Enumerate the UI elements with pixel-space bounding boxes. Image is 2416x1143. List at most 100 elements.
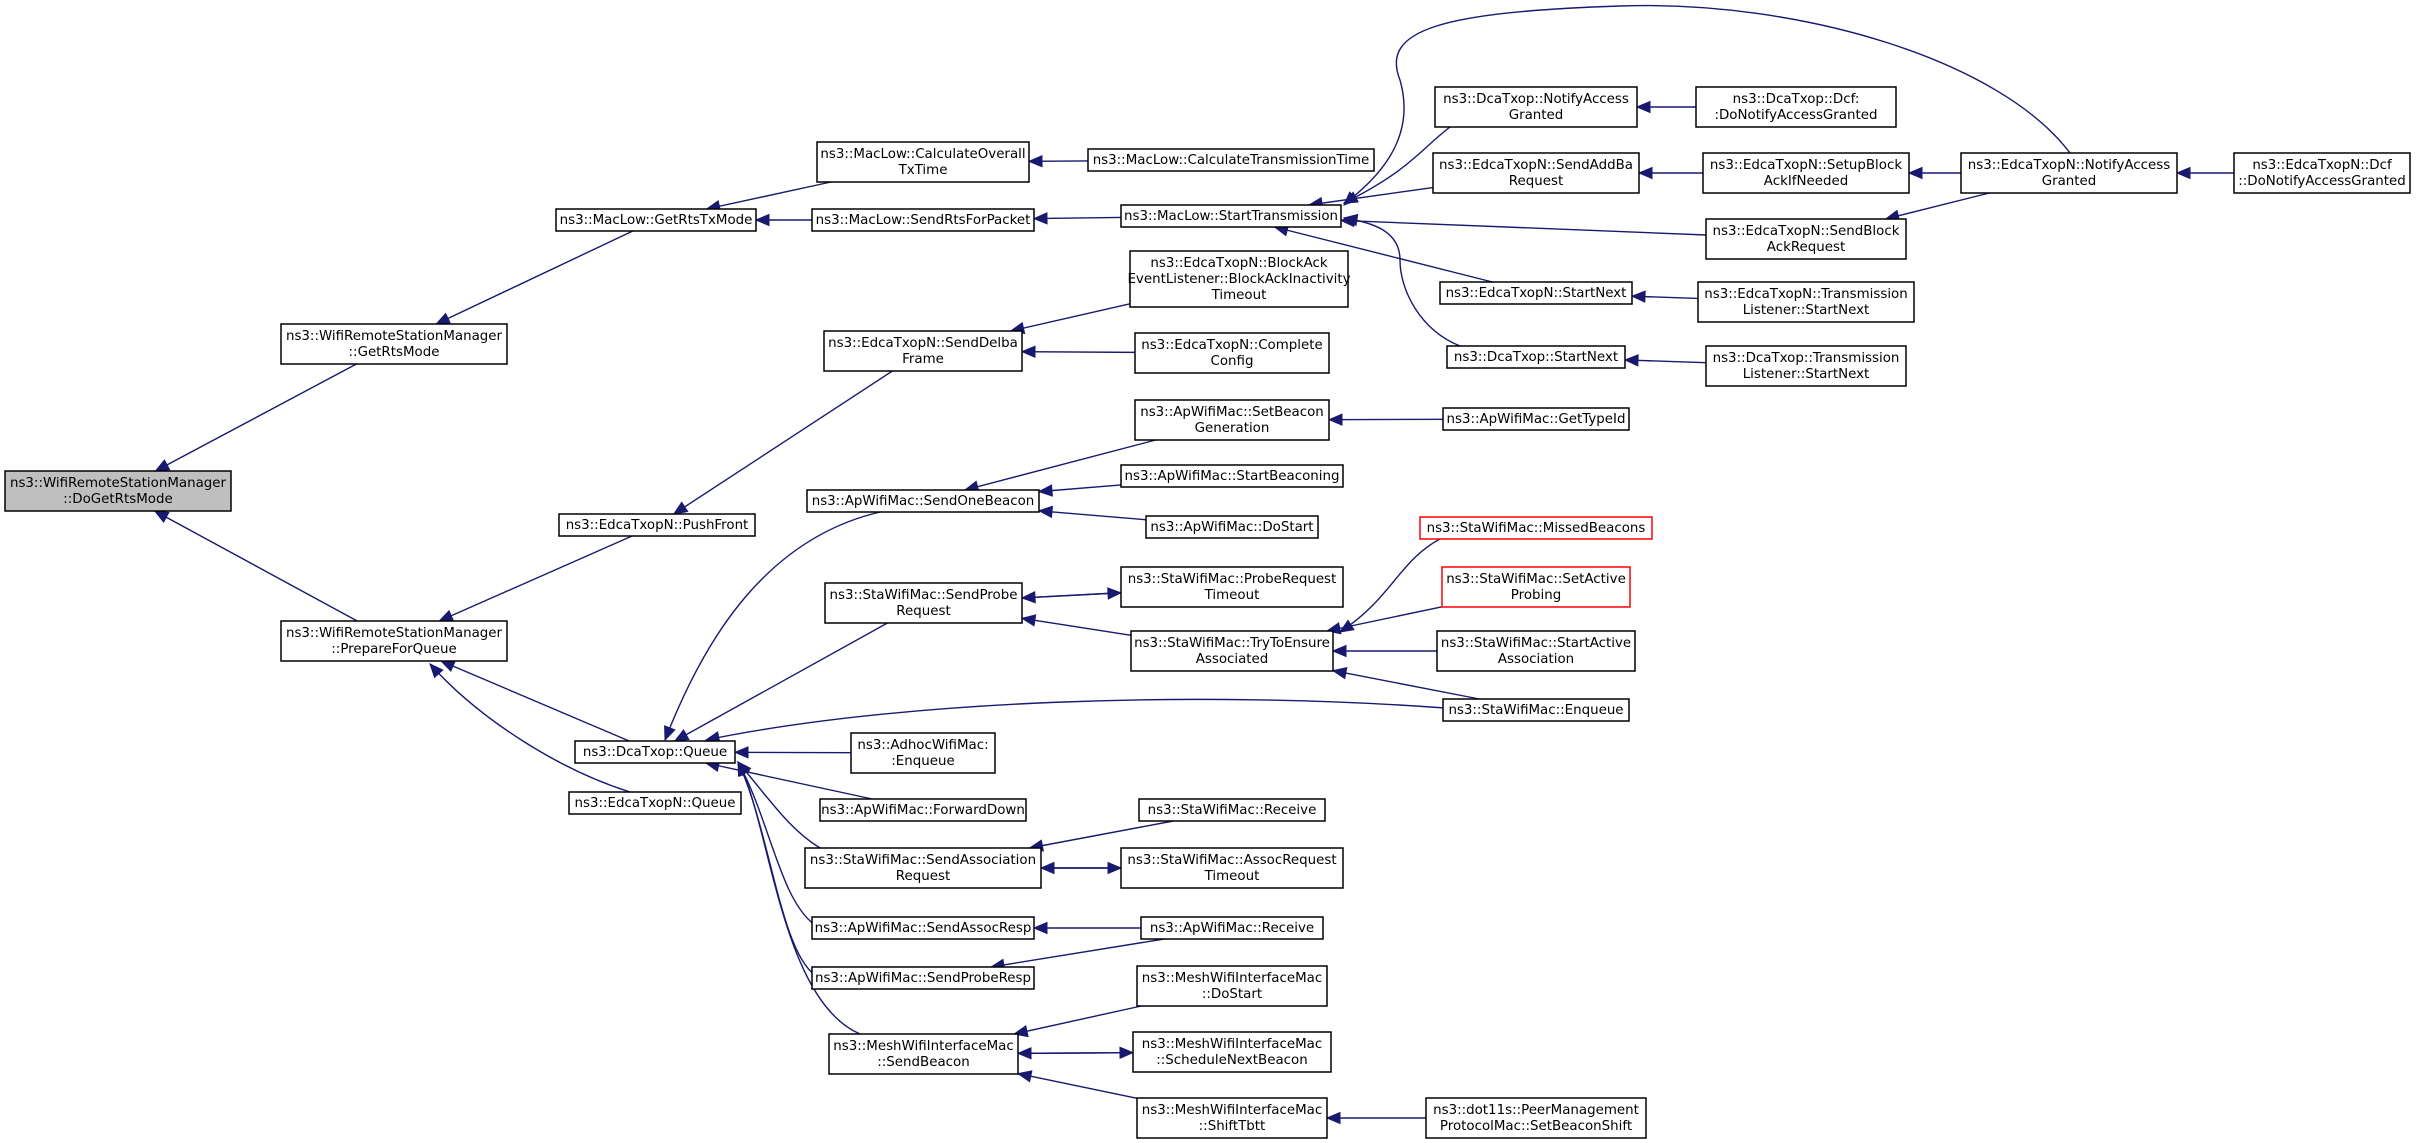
node-staReceive[interactable]: ns3::StaWifiMac::Receive xyxy=(1138,798,1326,822)
node-box xyxy=(850,732,996,774)
edge-edcaNotify-to-sendBlockAckReq xyxy=(1884,192,1990,222)
arrowhead xyxy=(435,312,452,325)
node-label-line: ns3::StaWifiMac::TryToEnsure xyxy=(1134,636,1330,651)
edge-meshDoStart-to-meshSendBeacon xyxy=(1012,1005,1142,1038)
node-label-line: ns3::StaWifiMac::SendAssociation xyxy=(810,853,1036,868)
arrowhead xyxy=(1331,644,1347,658)
node-label-line: ns3::EdcaTxopN::BlockAck xyxy=(1150,256,1327,271)
node-dcaNotify[interactable]: ns3::DcaTxop::NotifyAccessGranted xyxy=(1434,86,1638,128)
node-box xyxy=(811,916,1035,940)
node-label-line: Config xyxy=(1211,354,1254,369)
node-edcaStartNext[interactable]: ns3::EdcaTxopN::StartNext xyxy=(1439,281,1633,305)
node-label-line: TxTime xyxy=(898,163,948,178)
node-staEnqueue[interactable]: ns3::StaWifiMac::Enqueue xyxy=(1442,698,1630,722)
edge-dcfDoNotify-to-dcaNotify xyxy=(1635,100,1696,114)
node-label-line: Listener::StartNext xyxy=(1743,367,1870,382)
node-getTypeId[interactable]: ns3::ApWifiMac::GetTypeId xyxy=(1442,407,1630,431)
node-meshSendBeacon[interactable]: ns3::MeshWifiInterfaceMac::SendBeacon xyxy=(828,1033,1019,1075)
node-label-line: AckRequest xyxy=(1767,240,1845,255)
node-box xyxy=(558,513,756,537)
node-apReceive[interactable]: ns3::ApWifiMac::Receive xyxy=(1140,916,1324,940)
node-sendAssocResp[interactable]: ns3::ApWifiMac::SendAssocResp xyxy=(811,916,1035,940)
node-dcaQueue[interactable]: ns3::DcaTxop::Queue xyxy=(574,740,736,764)
node-box xyxy=(816,141,1030,183)
node-edcaQueue[interactable]: ns3::EdcaTxopN::Queue xyxy=(568,791,742,815)
edge-dcaTransListener-to-dcaStartNext xyxy=(1623,354,1707,367)
node-sendRts[interactable]: ns3::MacLow::SendRtsForPacket xyxy=(811,208,1035,232)
node-meshDoStart[interactable]: ns3::MeshWifiInterfaceMac::DoStart xyxy=(1136,965,1328,1007)
node-peerMgmt[interactable]: ns3::dot11s::PeerManagementProtocolMac::… xyxy=(1425,1097,1647,1139)
arrowhead xyxy=(1020,614,1037,627)
node-edcaTransListener[interactable]: ns3::EdcaTxopN::TransmissionListener::St… xyxy=(1697,281,1915,323)
arrowhead xyxy=(429,663,444,679)
node-dcaStartNext[interactable]: ns3::DcaTxop::StartNext xyxy=(1446,345,1626,369)
node-sendProbeResp[interactable]: ns3::ApWifiMac::SendProbeResp xyxy=(811,966,1035,990)
node-root[interactable]: ns3::WifiRemoteStationManager::DoGetRtsM… xyxy=(4,470,232,512)
node-box xyxy=(1434,86,1638,128)
node-box xyxy=(1705,345,1907,387)
node-label-line: ProtocolMac::SetBeaconShift xyxy=(1440,1119,1632,1134)
node-startTrans[interactable]: ns3::MacLow::StartTransmission xyxy=(1120,204,1342,228)
node-edcaNotify[interactable]: ns3::EdcaTxopN::NotifyAccessGranted xyxy=(1960,152,2178,194)
node-apDoStart[interactable]: ns3::ApWifiMac::DoStart xyxy=(1145,515,1319,539)
node-getRtsMode[interactable]: ns3::WifiRemoteStationManager::GetRtsMod… xyxy=(280,323,508,365)
edge-sendDelba-to-pushFront xyxy=(672,370,893,515)
node-calcTransTime[interactable]: ns3::MacLow::CalculateTransmissionTime xyxy=(1087,148,1375,172)
node-label-line: ::GetRtsMode xyxy=(349,345,440,360)
node-label-line: ns3::StaWifiMac::AssocRequest xyxy=(1127,853,1336,868)
node-label-line: ns3::EdcaTxopN::Complete xyxy=(1141,338,1323,353)
node-box xyxy=(4,470,232,512)
arrowhead xyxy=(1119,1046,1135,1059)
edge-sendAssocReq-to-dcaQueue xyxy=(737,761,821,849)
node-blockAckTimeout[interactable]: ns3::EdcaTxopN::BlockAckEventListener::B… xyxy=(1127,250,1351,308)
edge-peerMgmt-to-meshShift xyxy=(1325,1111,1426,1125)
edge-tryEnsure-to-sendProbeReq xyxy=(1020,614,1132,636)
edges-layer xyxy=(153,4,2234,1125)
edge-edcaDcfDoNotify-to-edcaNotify xyxy=(2175,166,2234,180)
node-startBeaconing[interactable]: ns3::ApWifiMac::StartBeaconing xyxy=(1120,464,1344,488)
node-missedBeacons[interactable]: ns3::StaWifiMac::MissedBeacons xyxy=(1419,516,1653,540)
node-label-line: ns3::ApWifiMac::GetTypeId xyxy=(1447,412,1626,427)
node-box xyxy=(1087,148,1375,172)
node-getRtsTxMode[interactable]: ns3::MacLow::GetRtsTxMode xyxy=(555,208,757,232)
edge-meshShift-to-meshSendBeacon xyxy=(1016,1070,1138,1099)
edge-apReceive-to-sendAssocResp xyxy=(1032,921,1141,935)
node-label-line: ns3::StaWifiMac::StartActive xyxy=(1441,636,1631,651)
edge-startBeaconing-to-sendOneBeacon xyxy=(1037,484,1122,497)
node-pushFront[interactable]: ns3::EdcaTxopN::PushFront xyxy=(558,513,756,537)
edge-calcOverall-to-getRtsTxMode xyxy=(705,181,832,213)
arrowhead xyxy=(1027,154,1043,168)
node-dcfDoNotify[interactable]: ns3::DcaTxop::Dcf::DoNotifyAccessGranted xyxy=(1695,86,1897,128)
node-edcaDcfDoNotify[interactable]: ns3::EdcaTxopN::Dcf::DoNotifyAccessGrant… xyxy=(2233,152,2411,194)
node-box xyxy=(1446,345,1626,369)
node-box xyxy=(806,489,1040,513)
node-label-line: Associated xyxy=(1196,652,1269,667)
node-sendOneBeacon[interactable]: ns3::ApWifiMac::SendOneBeacon xyxy=(806,489,1040,513)
node-forwardDown[interactable]: ns3::ApWifiMac::ForwardDown xyxy=(819,798,1027,822)
node-label-line: Granted xyxy=(2042,174,2097,189)
node-dcaTransListener[interactable]: ns3::DcaTxop::TransmissionListener::Star… xyxy=(1705,345,1907,387)
arrowhead xyxy=(1032,921,1048,935)
node-label-line: ns3::StaWifiMac::SendProbe xyxy=(830,588,1018,603)
edge-edcaQueue-to-prepareForQueue xyxy=(429,663,631,793)
node-meshShift[interactable]: ns3::MeshWifiInterfaceMac::ShiftTbtt xyxy=(1136,1097,1328,1139)
node-prepareForQueue[interactable]: ns3::WifiRemoteStationManager::PrepareFo… xyxy=(280,620,508,662)
node-adhocEnqueue[interactable]: ns3::AdhocWifiMac::Enqueue xyxy=(850,732,996,774)
arrowhead xyxy=(1623,354,1639,367)
node-meshSchedule[interactable]: ns3::MeshWifiInterfaceMac::ScheduleNextB… xyxy=(1132,1031,1332,1073)
